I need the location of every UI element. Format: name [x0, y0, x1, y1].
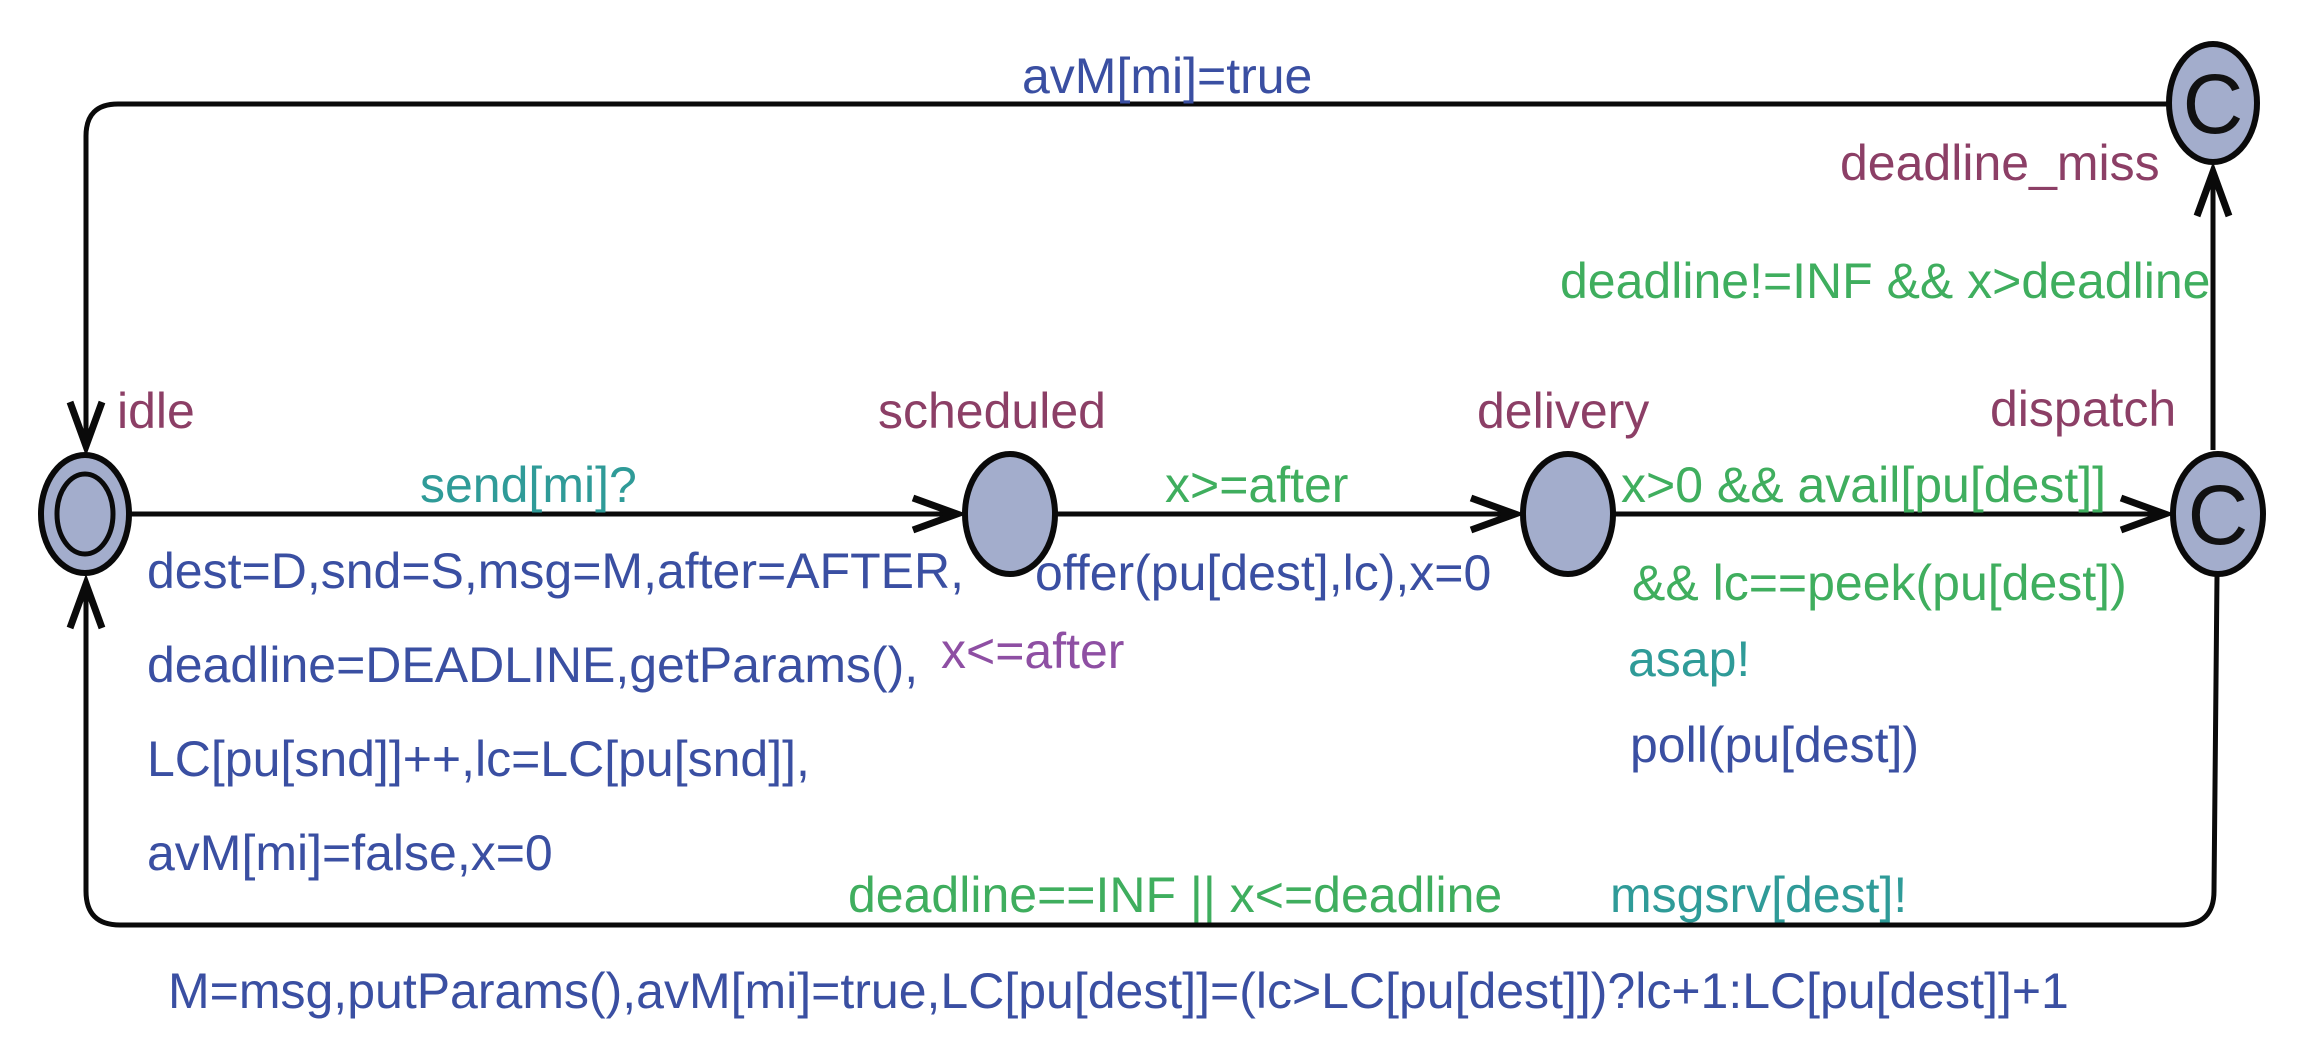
guard-label-scheduled-to-delivery[interactable]: x>=after	[1165, 457, 1348, 513]
update-label-idle-to-scheduled-line3[interactable]: LC[pu[snd]]++,lc=LC[pu[snd]],	[147, 731, 810, 787]
committed-mark-dispatch: C	[2188, 468, 2249, 562]
update-label-idle-to-scheduled-line1[interactable]: dest=D,snd=S,msg=M,after=AFTER,	[147, 543, 964, 599]
location-dispatch[interactable]	[2170, 451, 2266, 577]
edge-deadline-miss-to-idle[interactable]	[66, 101, 2169, 457]
guard-label-delivery-to-dispatch-line1[interactable]: x>0 && avail[pu[dest]]	[1621, 457, 2106, 513]
committed-mark-deadline-miss: C	[2183, 57, 2244, 151]
update-label-idle-to-scheduled-line2[interactable]: deadline=DEADLINE,getParams(),	[147, 637, 918, 693]
location-scheduled[interactable]	[962, 451, 1058, 577]
location-name-dispatch[interactable]: dispatch	[1990, 381, 2176, 437]
sync-label-dispatch-to-idle[interactable]: msgsrv[dest]!	[1610, 867, 1907, 923]
location-delivery[interactable]	[1520, 451, 1616, 577]
edge-dispatch-to-idle[interactable]	[66, 573, 2220, 928]
sync-label-idle-to-scheduled[interactable]: send[mi]?	[420, 457, 637, 513]
sync-label-delivery-to-dispatch[interactable]: asap!	[1628, 631, 1750, 687]
invariant-scheduled[interactable]: x<=after	[941, 623, 1124, 679]
location-name-scheduled[interactable]: scheduled	[878, 383, 1106, 439]
update-label-delivery-to-dispatch[interactable]: poll(pu[dest])	[1630, 717, 1919, 773]
location-name-delivery[interactable]: delivery	[1477, 383, 1649, 439]
guard-label-dispatch-to-deadline-miss[interactable]: deadline!=INF && x>deadline	[1560, 253, 2210, 309]
location-idle[interactable]	[38, 452, 132, 576]
update-label-scheduled-to-delivery[interactable]: offer(pu[dest],lc),x=0	[1035, 545, 1491, 601]
update-label-deadline-miss-to-idle[interactable]: avM[mi]=true	[1022, 48, 1312, 104]
update-label-idle-to-scheduled-line4[interactable]: avM[mi]=false,x=0	[147, 825, 553, 881]
location-deadline-miss[interactable]	[2166, 41, 2260, 165]
location-name-deadline-miss[interactable]: deadline_miss	[1840, 135, 2160, 191]
update-label-dispatch-to-idle[interactable]: M=msg,putParams(),avM[mi]=true,LC[pu[des…	[168, 963, 2069, 1019]
guard-label-delivery-to-dispatch-line2[interactable]: && lc==peek(pu[dest])	[1632, 555, 2127, 611]
location-name-idle[interactable]: idle	[117, 383, 195, 439]
guard-label-dispatch-to-idle[interactable]: deadline==INF || x<=deadline	[848, 867, 1502, 923]
initial-location-ring-idle	[54, 471, 116, 557]
